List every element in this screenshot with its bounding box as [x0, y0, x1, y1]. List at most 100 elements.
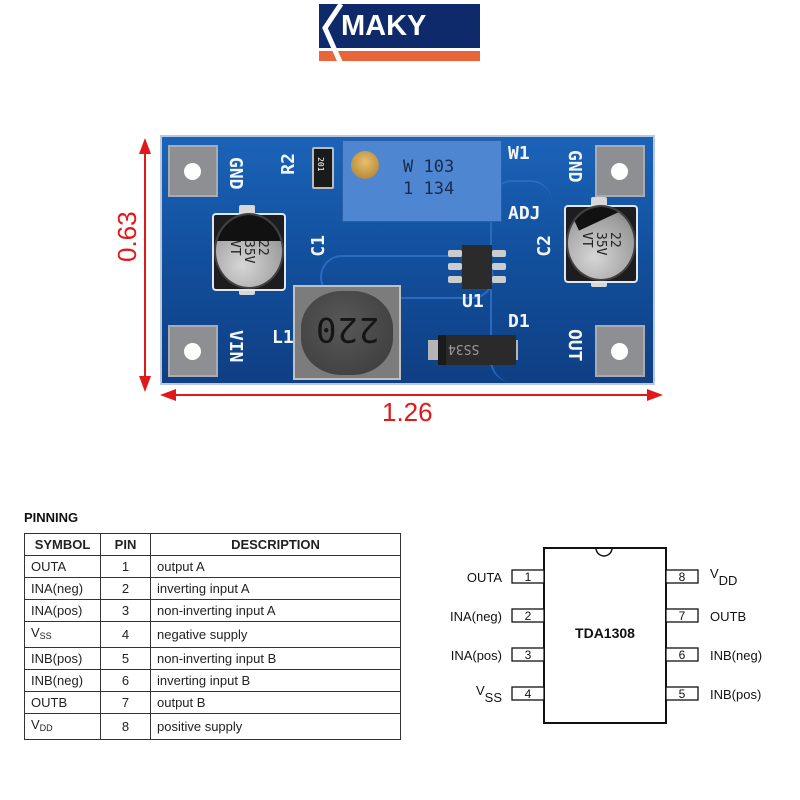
cap-marking: 22 35V VT: [227, 240, 270, 264]
ic-u1: [448, 245, 508, 289]
cell-description: non-inverting input A: [150, 599, 401, 622]
table-header-row: SYMBOL PIN DESCRIPTION: [24, 533, 401, 556]
silk-d1: D1: [508, 311, 530, 332]
pin-box: [511, 569, 545, 584]
pin-box: [511, 608, 545, 623]
mounting-hole: [184, 343, 201, 360]
pinning-title: PINNING: [24, 510, 79, 525]
inductor-marking: 220: [315, 309, 380, 349]
dimension-arrows: [139, 138, 663, 401]
width-dimension-arrow: [160, 389, 663, 401]
cell-description: inverting input B: [150, 669, 401, 692]
header-pin: PIN: [100, 533, 151, 556]
pot-marking-2: 1 134: [403, 179, 455, 199]
adjust-screw[interactable]: [351, 151, 379, 179]
pin-box: [665, 608, 699, 623]
pin-label: VSS: [476, 683, 502, 705]
inductor-l1: 220: [293, 285, 401, 380]
diode-body: [438, 335, 516, 365]
silk-gnd-left: GND: [225, 157, 246, 190]
silk-l1: L1: [272, 327, 294, 348]
pin-number: 8: [679, 570, 686, 584]
mounting-hole: [611, 163, 628, 180]
cell-symbol: VSS: [24, 621, 101, 648]
cell-pin: 6: [100, 669, 151, 692]
diode-marking: SS34: [448, 341, 480, 356]
cell-pin: 5: [100, 647, 151, 670]
pin-box: [665, 647, 699, 662]
pin-box: [511, 686, 545, 701]
trimmer-potentiometer[interactable]: W 103 1 134: [342, 140, 502, 222]
cell-description: output B: [150, 691, 401, 714]
silk-w1: W1: [508, 143, 530, 164]
cap-marking: 22 35V VT: [579, 232, 622, 256]
pin-label: INB(pos): [710, 687, 761, 702]
mounting-hole: [184, 163, 201, 180]
resistor-r2: 201: [312, 147, 334, 189]
pad-gnd-right: [595, 145, 645, 197]
cell-symbol: OUTB: [24, 691, 101, 714]
silk-out: OUT: [564, 329, 585, 362]
cell-pin: 2: [100, 577, 151, 600]
cell-pin: 1: [100, 555, 151, 578]
pin-label: INB(neg): [710, 648, 762, 663]
cell-symbol: INA(neg): [24, 577, 101, 600]
cell-symbol: OUTA: [24, 555, 101, 578]
brand-name: MAKY: [341, 10, 427, 42]
pad-gnd-left: [168, 145, 218, 197]
pin-box: [511, 647, 545, 662]
cap-can: 22 35V VT: [566, 205, 636, 281]
logo-chevron-icon: [322, 4, 344, 64]
width-dimension-label: 1.26: [382, 397, 433, 427]
cell-pin: 8: [100, 713, 151, 740]
ic-body: [462, 245, 492, 289]
cap-lead: [591, 197, 607, 207]
pin-number: 3: [525, 648, 532, 662]
pin-number: 7: [679, 609, 686, 623]
cell-symbol: INB(pos): [24, 647, 101, 670]
pad-out: [595, 325, 645, 377]
capacitor-c1: 22 35V VT: [208, 205, 288, 295]
pot-marking-1: W 103: [403, 157, 455, 177]
cell-symbol: INA(pos): [24, 599, 101, 622]
silk-u1: U1: [462, 291, 484, 312]
pad-vin: [168, 325, 218, 377]
capacitor-c2: 22 35V VT: [560, 197, 640, 287]
silk-c2: C2: [534, 235, 555, 257]
pin-box: [665, 686, 699, 701]
pin-number: 5: [679, 687, 686, 701]
cell-description: non-inverting input B: [150, 647, 401, 670]
logo-orange-band: [319, 51, 480, 61]
cell-symbol: VDD: [24, 713, 101, 740]
pin-label: OUTA: [467, 570, 502, 585]
cell-symbol: INB(neg): [24, 669, 101, 692]
height-dimension-label: 0.63: [112, 211, 142, 262]
chip-body: [543, 547, 667, 724]
cell-description: positive supply: [150, 713, 401, 740]
pin-label: INA(neg): [450, 609, 502, 624]
cell-pin: 4: [100, 621, 151, 648]
cell-pin: 3: [100, 599, 151, 622]
mounting-hole: [611, 343, 628, 360]
cell-description: inverting input A: [150, 577, 401, 600]
pin1-notch: [595, 547, 613, 557]
silk-gnd-right: GND: [564, 150, 585, 183]
pin-label: INA(pos): [451, 648, 502, 663]
pin-number: 1: [525, 570, 532, 584]
boost-converter-board: GND VIN GND OUT R2 W1 ADJ C1 C2 L1 U1 D1…: [160, 135, 655, 385]
silk-adj: ADJ: [508, 203, 541, 224]
silk-vin: VIN: [225, 330, 246, 363]
pin-label: VDD: [710, 566, 737, 588]
inductor-core: [301, 291, 393, 375]
pin-box: [665, 569, 699, 584]
pin-number: 2: [525, 609, 532, 623]
pin-label: OUTB: [710, 609, 746, 624]
silk-r2: R2: [278, 153, 299, 175]
